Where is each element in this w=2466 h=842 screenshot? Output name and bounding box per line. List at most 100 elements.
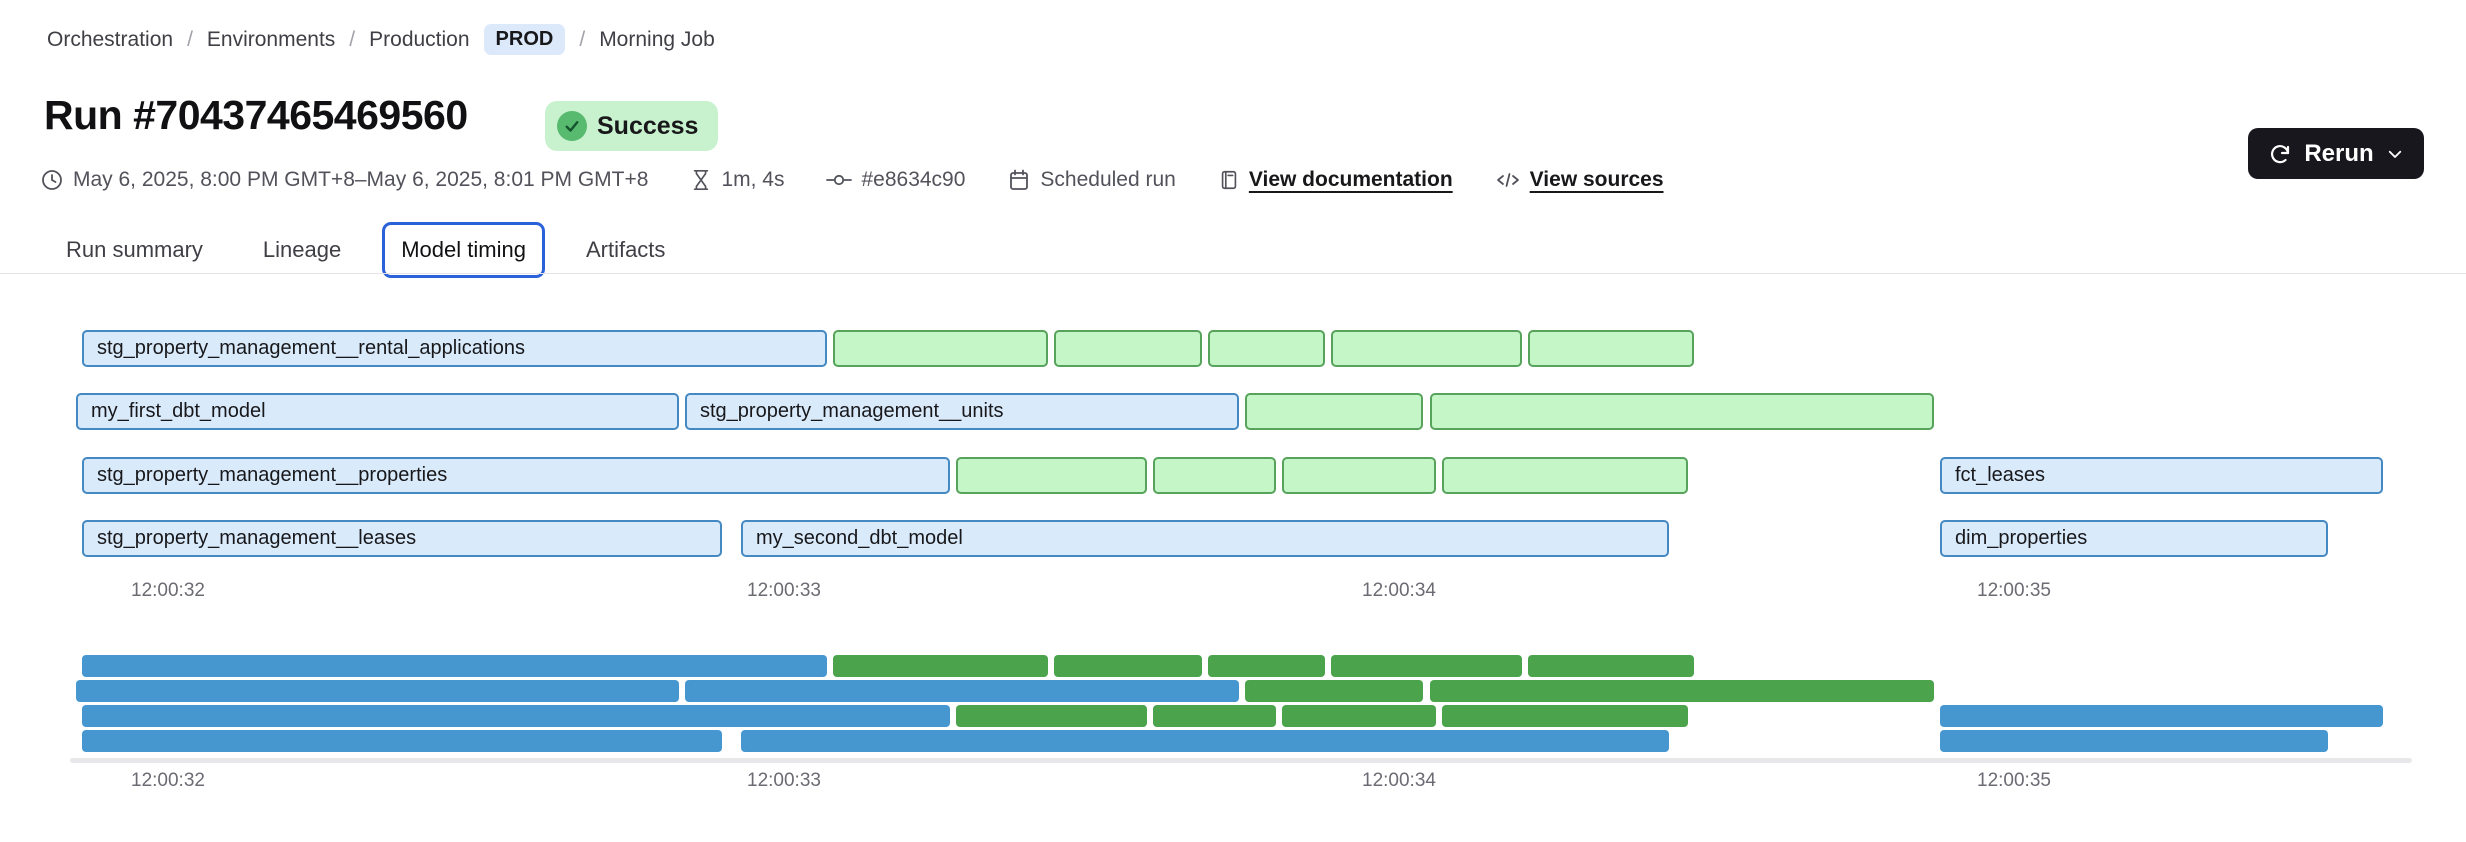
minimap-bar-test bbox=[1331, 655, 1522, 677]
gantt-bar-label: stg_property_management__leases bbox=[97, 527, 417, 549]
model-timing-gantt: stg_property_management__rental_applicat… bbox=[70, 330, 2420, 562]
duration-text: 1m, 4s bbox=[721, 168, 785, 191]
time-tick-label: 12:00:33 bbox=[747, 580, 821, 601]
gantt-bar-label: fct_leases bbox=[1955, 464, 2046, 486]
view-documentation-link[interactable]: View documentation bbox=[1248, 168, 1453, 191]
document-icon bbox=[1218, 168, 1240, 192]
time-tick-label: 12:00:33 bbox=[747, 770, 821, 791]
gantt-time-axis: 12:00:32 12:00:33 12:00:34 12:00:35 bbox=[70, 580, 2420, 604]
gantt-bar-test[interactable] bbox=[1430, 393, 1934, 430]
gantt-bar-model[interactable]: stg_property_management__properties bbox=[82, 457, 950, 494]
gantt-bar-test[interactable] bbox=[1528, 330, 1694, 367]
time-tick-label: 12:00:32 bbox=[131, 770, 205, 791]
trigger-type: Scheduled run bbox=[1007, 168, 1176, 192]
tab-model-timing[interactable]: Model timing bbox=[382, 222, 545, 278]
minimap-bar-test bbox=[1245, 680, 1423, 702]
tab-artifacts[interactable]: Artifacts bbox=[585, 237, 666, 262]
minimap-bar-model bbox=[685, 680, 1239, 702]
view-sources[interactable]: View sources bbox=[1495, 168, 1664, 192]
rerun-button[interactable]: Rerun bbox=[2248, 128, 2424, 179]
gantt-bar-test[interactable] bbox=[1054, 330, 1202, 367]
tabs-divider bbox=[0, 273, 2466, 274]
gantt-bar-test[interactable] bbox=[1442, 457, 1688, 494]
commit-hash-text: #e8634c90 bbox=[861, 168, 966, 191]
breadcrumb-environments[interactable]: Environments bbox=[206, 27, 336, 51]
gantt-bar-model[interactable]: stg_property_management__rental_applicat… bbox=[82, 330, 827, 367]
time-tick-label: 12:00:35 bbox=[1977, 770, 2051, 791]
prod-environment-badge: PROD bbox=[483, 24, 566, 55]
gantt-bar-test[interactable] bbox=[956, 457, 1147, 494]
view-sources-link[interactable]: View sources bbox=[1529, 168, 1664, 191]
gantt-bar-label: stg_property_management__rental_applicat… bbox=[97, 337, 526, 359]
time-tick-label: 12:00:34 bbox=[1362, 580, 1436, 601]
status-label: Success bbox=[597, 111, 699, 140]
minimap-bar-test bbox=[956, 705, 1147, 727]
minimap-bar-test bbox=[1208, 655, 1325, 677]
breadcrumb-separator: / bbox=[579, 27, 586, 51]
minimap-bar-test bbox=[1282, 705, 1436, 727]
breadcrumb-morning-job[interactable]: Morning Job bbox=[599, 27, 715, 51]
commit-hash: #e8634c90 bbox=[826, 168, 965, 192]
gantt-bar-model[interactable]: stg_property_management__units bbox=[685, 393, 1239, 430]
trigger-type-text: Scheduled run bbox=[1040, 168, 1176, 191]
chevron-down-icon bbox=[2386, 145, 2404, 163]
minimap-bar-test bbox=[1528, 655, 1694, 677]
tab-lineage[interactable]: Lineage bbox=[262, 237, 342, 262]
duration: 1m, 4s bbox=[690, 168, 784, 192]
minimap-bar-model bbox=[76, 680, 679, 702]
breadcrumb-orchestration[interactable]: Orchestration bbox=[47, 27, 174, 51]
rerun-label: Rerun bbox=[2304, 139, 2374, 167]
refresh-icon bbox=[2268, 142, 2292, 166]
breadcrumb: Orchestration / Environments / Productio… bbox=[47, 24, 715, 55]
time-tick-label: 12:00:32 bbox=[131, 580, 205, 601]
gantt-bar-model[interactable]: dim_properties bbox=[1940, 520, 2328, 557]
gantt-bar-test[interactable] bbox=[1153, 457, 1276, 494]
gantt-bar-test[interactable] bbox=[1282, 457, 1436, 494]
run-tabs: Run summary Lineage Model timing Artifac… bbox=[47, 222, 684, 278]
gantt-bar-model[interactable]: my_second_dbt_model bbox=[741, 520, 1669, 557]
gantt-minimap[interactable] bbox=[70, 655, 2420, 753]
minimap-bar-model bbox=[82, 705, 950, 727]
gantt-bar-test[interactable] bbox=[1208, 330, 1325, 367]
minimap-bar-test bbox=[1054, 655, 1202, 677]
minimap-bar-model bbox=[741, 730, 1669, 752]
minimap-bar-model bbox=[82, 730, 722, 752]
breadcrumb-production[interactable]: Production bbox=[369, 27, 470, 51]
gantt-bar-test[interactable] bbox=[1331, 330, 1522, 367]
clock-icon bbox=[40, 168, 64, 192]
run-meta-row: May 6, 2025, 8:00 PM GMT+8–May 6, 2025, … bbox=[40, 168, 1664, 192]
minimap-bar-test bbox=[1430, 680, 1934, 702]
minimap-bar-test bbox=[833, 655, 1048, 677]
minimap-bar-test bbox=[1153, 705, 1276, 727]
minimap-bar-model bbox=[82, 655, 827, 677]
view-documentation[interactable]: View documentation bbox=[1218, 168, 1453, 192]
breadcrumb-separator: / bbox=[349, 27, 356, 51]
gantt-bar-label: my_first_dbt_model bbox=[91, 400, 266, 422]
gantt-bar-model[interactable]: my_first_dbt_model bbox=[76, 393, 679, 430]
code-icon bbox=[1495, 168, 1521, 192]
time-range-text: May 6, 2025, 8:00 PM GMT+8–May 6, 2025, … bbox=[73, 168, 649, 191]
time-range: May 6, 2025, 8:00 PM GMT+8–May 6, 2025, … bbox=[40, 168, 648, 192]
page-title: Run #70437465469560 bbox=[44, 92, 468, 138]
tab-run-summary[interactable]: Run summary bbox=[66, 237, 203, 262]
minimap-bar-test bbox=[1442, 705, 1688, 727]
gantt-bar-label: my_second_dbt_model bbox=[756, 527, 963, 549]
calendar-icon bbox=[1007, 168, 1031, 192]
gantt-bar-label: stg_property_management__properties bbox=[97, 464, 448, 486]
breadcrumb-separator: / bbox=[187, 27, 193, 51]
gantt-bar-test[interactable] bbox=[1245, 393, 1423, 430]
minimap-bar-model bbox=[1940, 730, 2328, 752]
gantt-bar-test[interactable] bbox=[833, 330, 1048, 367]
minimap-bar-model bbox=[1940, 705, 2383, 727]
gantt-bar-label: dim_properties bbox=[1955, 527, 2088, 549]
gantt-bar-model[interactable]: stg_property_management__leases bbox=[82, 520, 722, 557]
hourglass-icon bbox=[690, 168, 712, 192]
gantt-bar-label: stg_property_management__units bbox=[700, 400, 1004, 422]
minimap-scroll-track[interactable] bbox=[70, 758, 2412, 763]
status-badge: Success bbox=[545, 101, 719, 151]
commit-icon bbox=[826, 168, 853, 192]
gantt-bar-model[interactable]: fct_leases bbox=[1940, 457, 2383, 494]
time-tick-label: 12:00:35 bbox=[1977, 580, 2051, 601]
